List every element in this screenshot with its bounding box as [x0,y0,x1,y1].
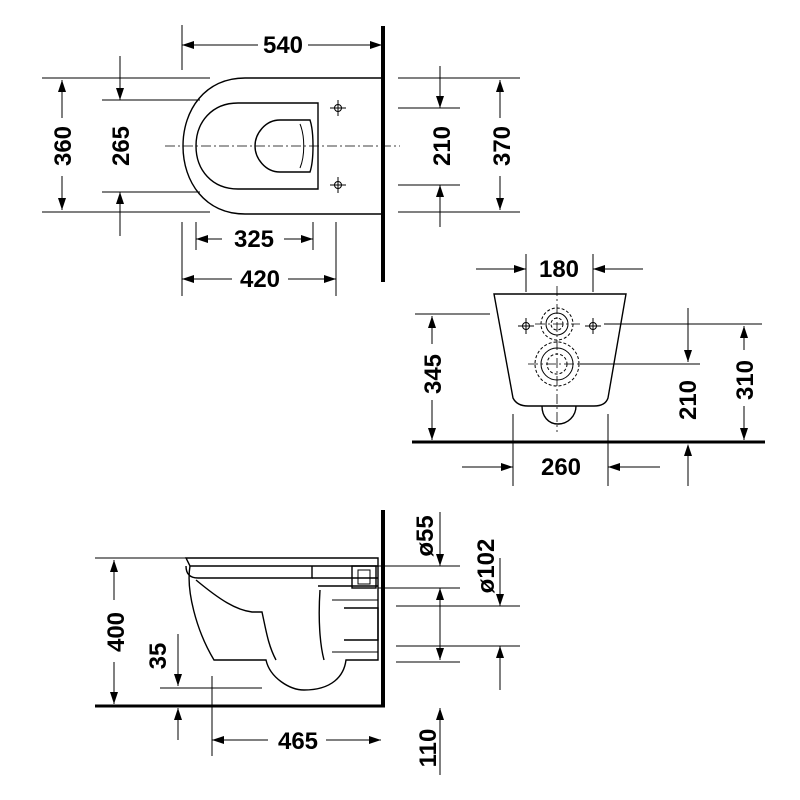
bowl-outline-front [493,293,627,407]
bowl-opening-top [254,119,314,173]
dim-265: 265 [108,126,135,166]
dim-465: 465 [278,728,318,755]
dim-260: 260 [541,454,581,481]
dim-325: 325 [234,226,274,253]
seat-side [184,557,379,567]
dim-35: 35 [145,643,172,670]
dim-110: 110 [415,729,442,768]
dim-310: 310 [732,360,759,400]
fixing-mark-lower [330,177,346,193]
top-view: 540 360 265 210 370 [42,25,520,296]
dim-540: 540 [263,32,303,59]
dim-420: 420 [240,266,280,293]
bowl-inner-rim [299,123,305,169]
dim-400: 400 [103,612,130,652]
bowl-outline-side [188,565,379,691]
outlet-nub-front [541,405,577,425]
bowl-trap-side [195,579,325,661]
dim-180: 180 [539,256,579,283]
fixing-hole-left [518,318,534,334]
seat-lid-side [185,565,313,579]
dim-210-front: 210 [675,380,702,420]
fixing-mark-upper [330,100,346,116]
side-view: 400 35 465 ø55 ø102 [95,510,520,775]
fixing-hole-right [585,318,601,334]
dim-diameter-102: ø102 [473,539,500,594]
front-view: 180 345 210 310 260 [412,254,765,486]
dim-360: 360 [50,126,77,166]
dim-345: 345 [420,354,447,394]
dim-210-top: 210 [429,126,456,166]
inlet-block-side [351,565,377,589]
outlet-stub-side [344,607,379,641]
dim-370: 370 [489,126,516,166]
rim-side [312,577,378,587]
dim-diameter-55: ø55 [412,515,439,556]
